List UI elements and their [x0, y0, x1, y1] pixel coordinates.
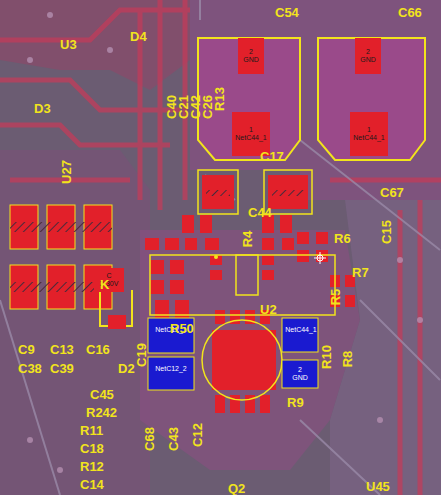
pad-net-label: 2 — [298, 366, 302, 374]
pad: 2GND — [238, 38, 264, 74]
pad: NetC44_1 — [283, 319, 319, 341]
designator: Q2 — [228, 482, 245, 495]
designator: C68 — [143, 427, 157, 451]
designator: D2 — [118, 362, 135, 376]
designator: U2 — [260, 303, 277, 317]
pad: 2GND — [355, 38, 381, 74]
designator: R7 — [352, 266, 369, 280]
designator: C67 — [380, 186, 404, 200]
pad-net-label: 2 — [249, 48, 253, 56]
designator: C18 — [80, 442, 104, 456]
designator: D3 — [34, 102, 51, 116]
designator: R5 — [329, 289, 343, 306]
pad-net-label: NetC44_1 — [235, 134, 267, 142]
pad-net-label: GND — [243, 56, 259, 64]
pad-net-label: NetC44_1 — [285, 326, 317, 334]
designator: C39 — [50, 362, 74, 376]
designator: C17 — [260, 150, 284, 164]
designator: U3 — [60, 38, 77, 52]
designator: U45 — [366, 480, 390, 494]
designator: R10 — [320, 345, 334, 369]
pad-net-label: 2 — [366, 48, 370, 56]
designator: R9 — [287, 396, 304, 410]
pad: 2GND — [283, 361, 317, 387]
designator: C19 — [135, 343, 149, 367]
pad-net-label: 1 — [249, 126, 253, 134]
designator: C12 — [191, 423, 205, 447]
designator: R4 — [241, 231, 255, 248]
designator: C26 — [201, 95, 215, 119]
designator: R8 — [341, 351, 355, 368]
designator: R242 — [86, 406, 117, 420]
designator: C16 — [86, 343, 110, 357]
designator: K — [100, 278, 109, 292]
designator: R6 — [334, 232, 351, 246]
designator: R12 — [80, 460, 104, 474]
designator: C9 — [18, 343, 35, 357]
designator: C66 — [398, 6, 422, 20]
designator: R50 — [170, 322, 194, 336]
designator: U27 — [60, 160, 74, 184]
designator: C45 — [90, 388, 114, 402]
pad-net-label: GND — [360, 56, 376, 64]
designator: C43 — [167, 427, 181, 451]
designator: C14 — [80, 478, 104, 492]
pad-net-label: NetC44_1 — [353, 134, 385, 142]
designator: R13 — [213, 87, 227, 111]
pad: NetC12_2 — [149, 358, 193, 380]
designator: D4 — [130, 30, 147, 44]
pad-net-label: GND — [292, 374, 308, 382]
designator: R11 — [80, 424, 103, 438]
pad-net-label: NetC12_2 — [155, 365, 187, 373]
designator: C13 — [50, 343, 74, 357]
pad: 1NetC44_1 — [350, 112, 388, 156]
designator: C15 — [380, 220, 394, 244]
designator: C38 — [18, 362, 42, 376]
pad-net-label: 1 — [367, 126, 371, 134]
designator: C44 — [248, 206, 272, 220]
designator: C54 — [275, 6, 299, 20]
